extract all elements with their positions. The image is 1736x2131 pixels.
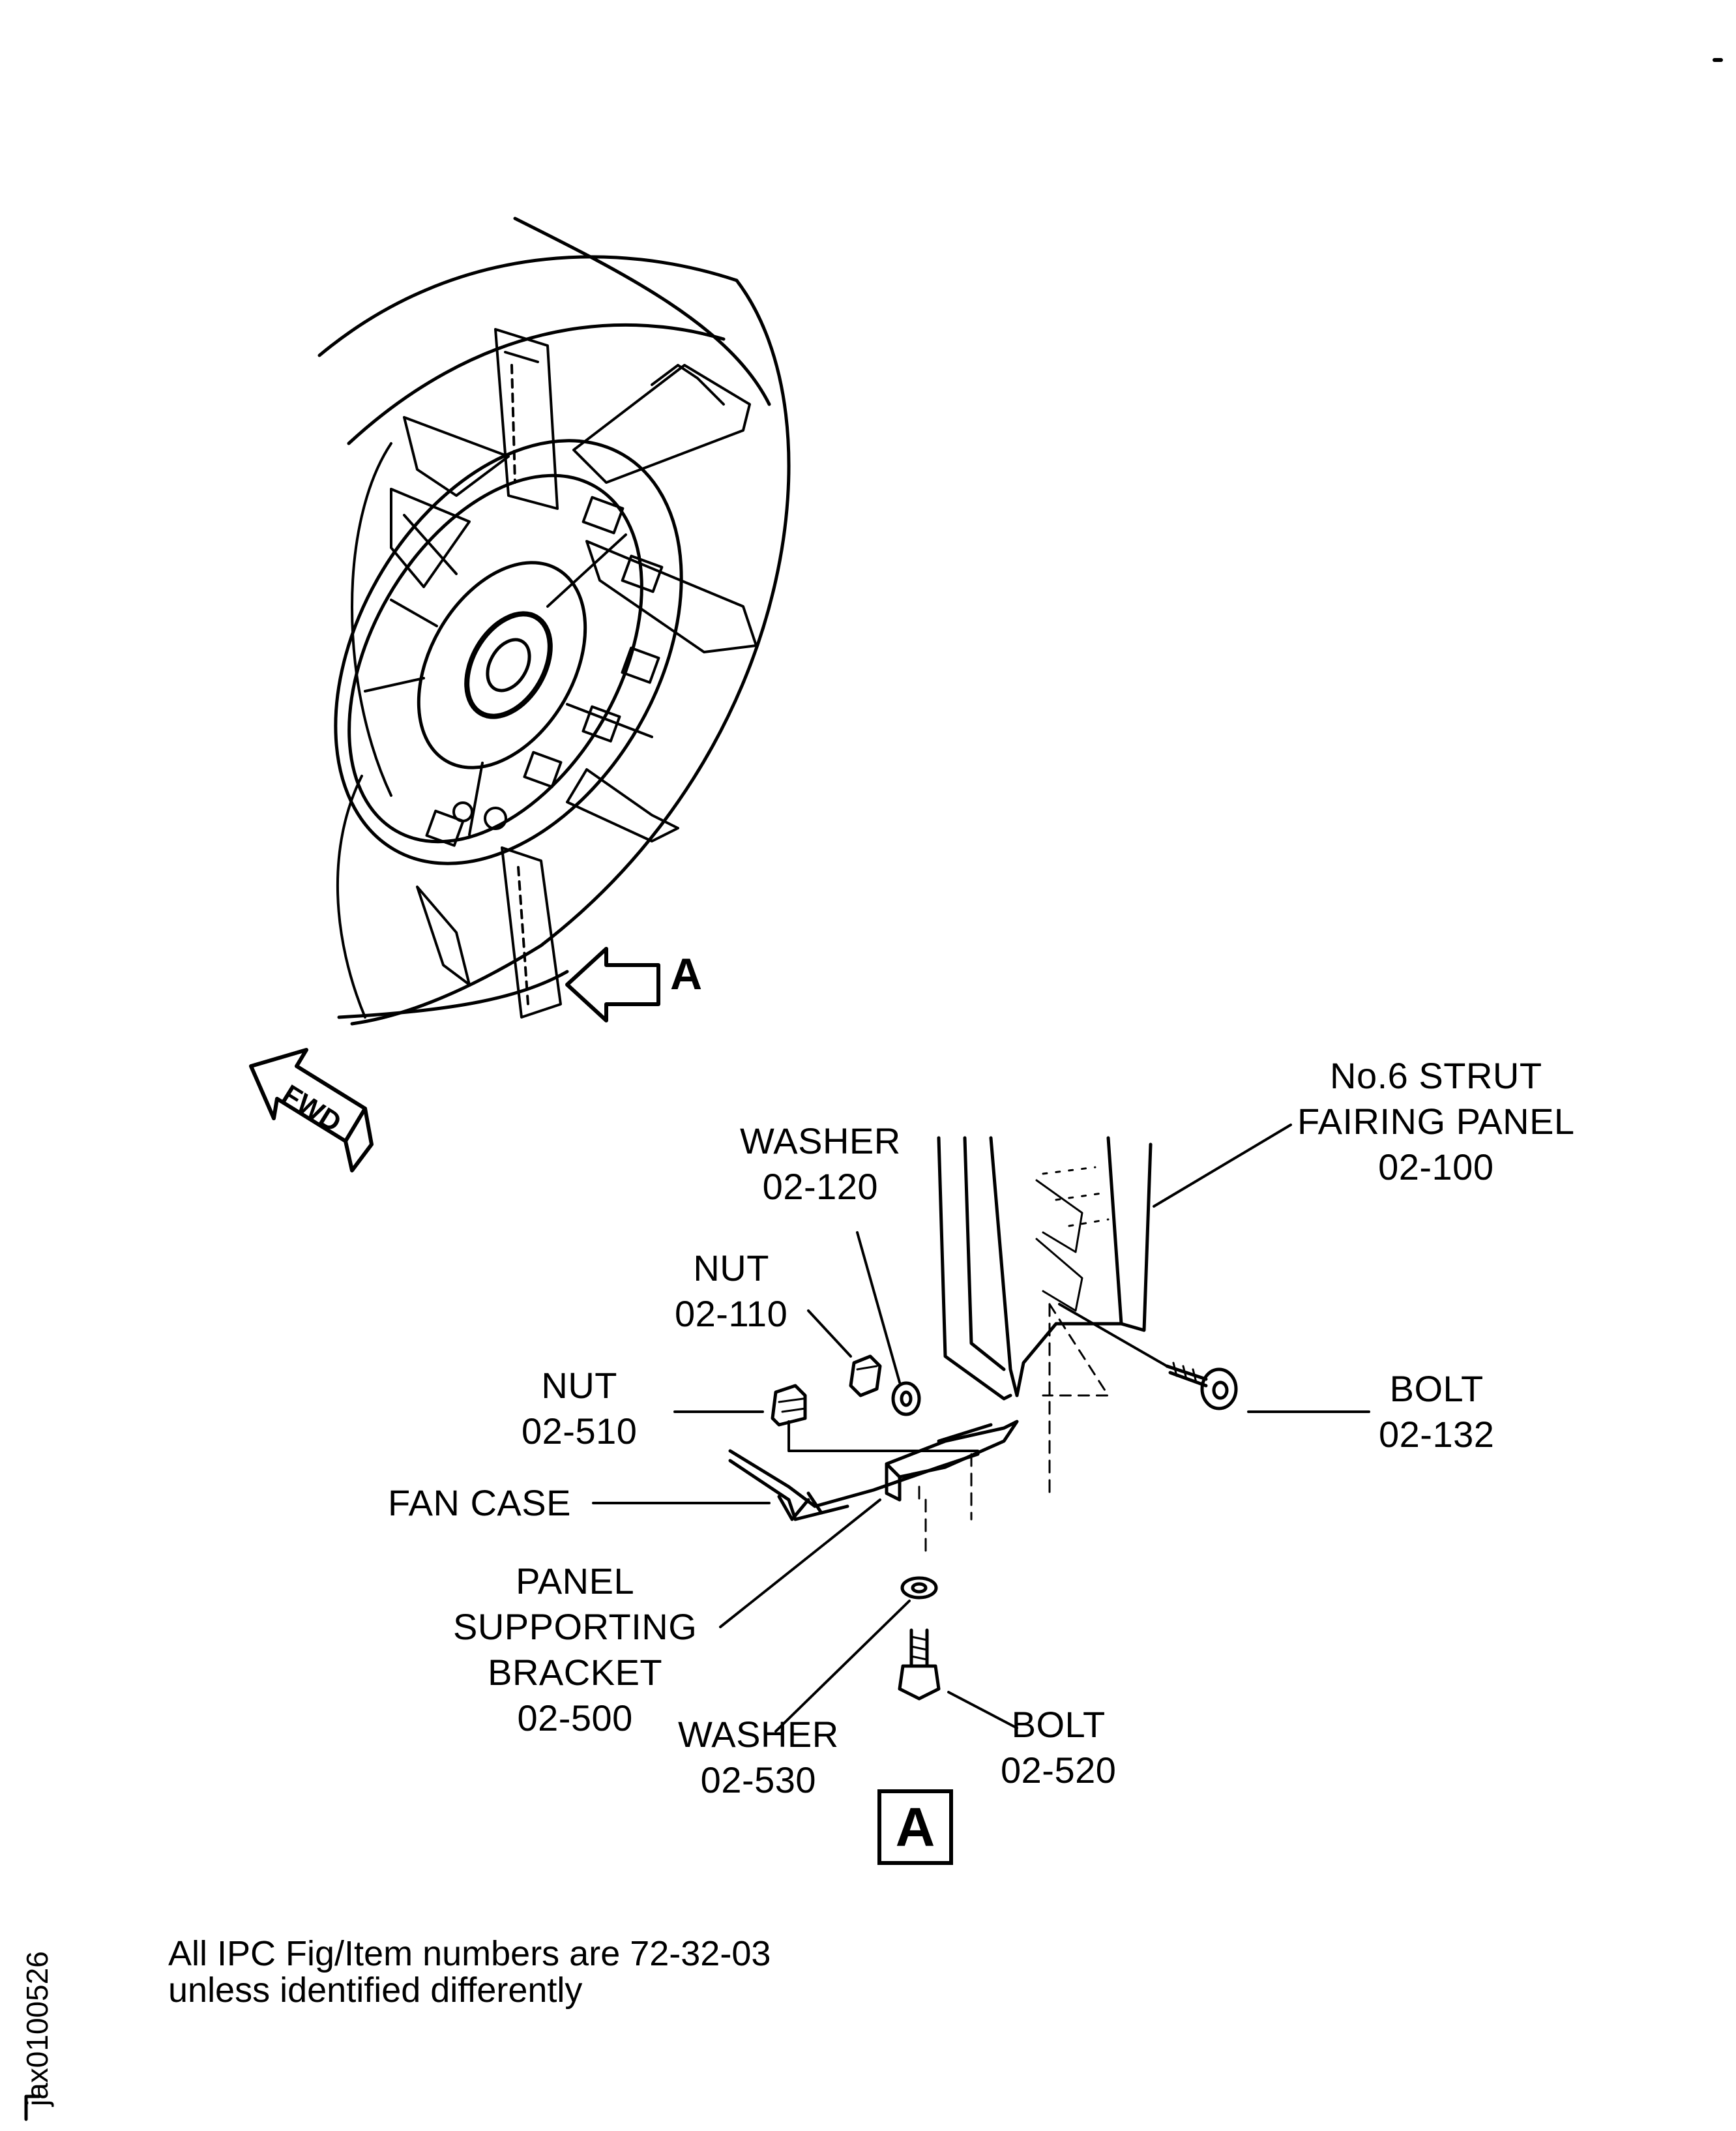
bracket-leader-lines	[787, 1420, 979, 1452]
view-arrow-a-icon	[565, 947, 660, 1022]
label-washer-02-120: WASHER 02-120	[740, 1120, 901, 1207]
strut-fairing-panel	[937, 1136, 1153, 1501]
fan-blades	[390, 364, 758, 986]
washer-02-120-icon	[891, 1381, 921, 1416]
figure-code: jax0100526	[20, 1951, 54, 2106]
detail-a-box: A	[877, 1789, 953, 1865]
label-bolt-02-520: BOLT 02-520	[1001, 1704, 1117, 1791]
label-fan-case: FAN CASE	[388, 1482, 571, 1523]
label-nut-02-510: NUT 02-510	[522, 1365, 638, 1452]
label-washer-02-530: WASHER 02-530	[678, 1714, 839, 1800]
bolt-02-132-icon	[1165, 1362, 1238, 1410]
fan-case-section	[728, 1420, 1019, 1560]
ipc-note: All IPC Fig/Item numbers are 72-32-03 un…	[168, 1934, 771, 2010]
label-nut-02-110: NUT 02-110	[675, 1247, 788, 1334]
label-bolt-02-132: BOLT 02-132	[1379, 1368, 1495, 1455]
fan-case-outline	[317, 216, 791, 1026]
fan-hub	[334, 439, 683, 865]
label-panel-supporting-bracket: PANEL SUPPORTING BRACKET 02-500	[453, 1560, 698, 1738]
bolt-02-520-icon	[898, 1628, 941, 1701]
washer-02-530-icon	[900, 1576, 938, 1600]
label-strut-fairing-panel: No.6 STRUT FAIRING PANEL 02-100	[1297, 1055, 1575, 1187]
nut-02-110-icon	[849, 1354, 882, 1397]
bracket-mark	[24, 2094, 41, 2121]
strut	[494, 328, 562, 1019]
view-arrow-label: A	[670, 949, 703, 999]
nut-02-510-icon	[771, 1384, 807, 1427]
leader-lines	[592, 1124, 1370, 1733]
fwd-arrow-icon	[249, 1048, 374, 1172]
